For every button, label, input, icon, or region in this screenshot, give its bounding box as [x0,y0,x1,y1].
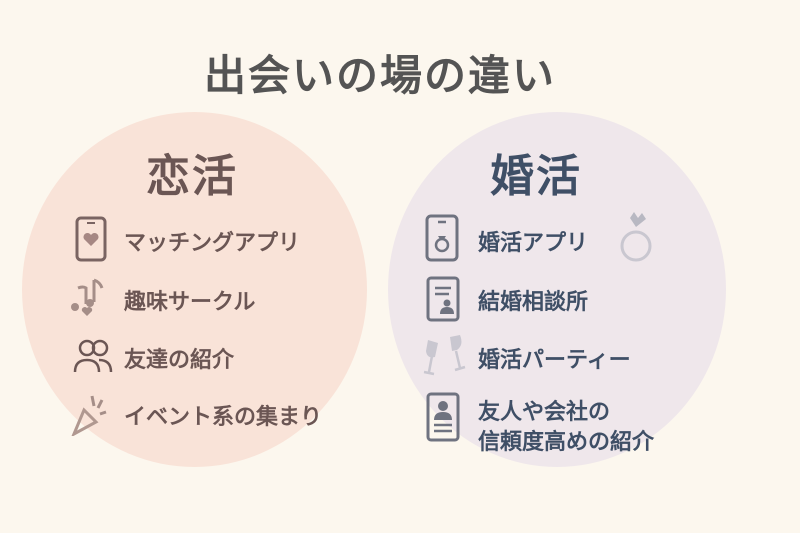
phone-heart-icon [75,216,107,262]
phone-ring-icon [425,214,459,262]
list-item-line2: 信頼度高めの紹介 [478,430,655,455]
list-item-line1: 友人や会社の [478,400,611,425]
music-notes-icon [71,278,104,316]
right-heading: 婚活 [490,151,582,202]
id-card-icon [426,392,460,442]
list-item: 婚活アプリ [478,231,589,256]
list-item: 結婚相談所 [478,290,589,315]
list-item: マッチングアプリ [124,231,301,256]
list-item: イベント系の集まり [124,405,323,430]
people-icon [73,339,113,373]
list-item: 友達の紹介 [124,348,235,373]
koikatsu-circle [22,112,367,467]
page-title: 出会いの場の違い [203,51,556,100]
document-person-icon [426,276,460,322]
champagne-glasses-icon [423,335,466,376]
party-popper-icon [71,395,107,436]
list-item: 趣味サークル [124,290,256,315]
left-heading: 恋活 [146,151,238,202]
diamond-ring-icon [620,212,652,262]
list-item: 婚活パーティー [478,348,631,373]
